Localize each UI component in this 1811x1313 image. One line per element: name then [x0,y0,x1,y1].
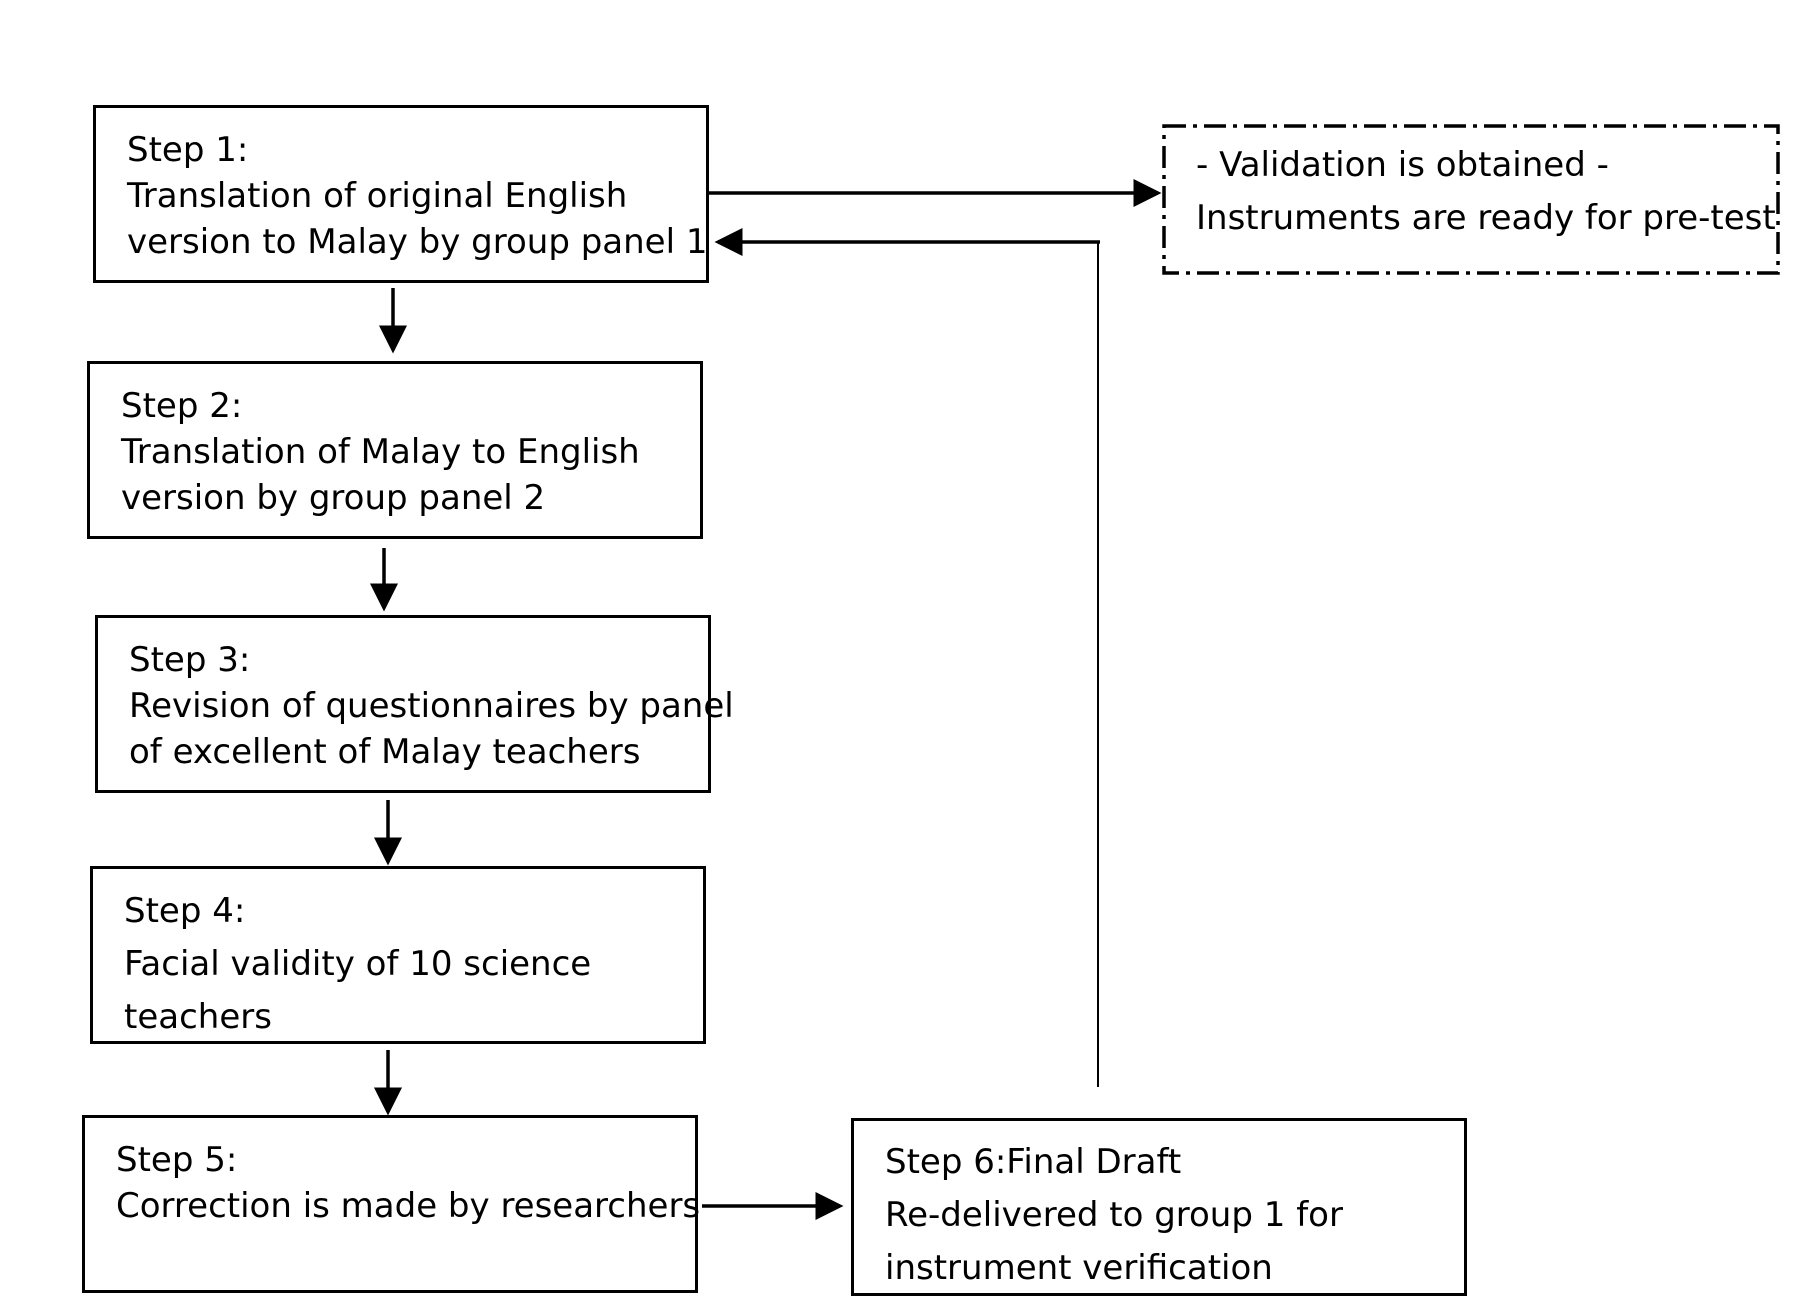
outcome-line1: - Validation is obtained - [1196,145,1609,185]
step6-text-line2: instrument verification [885,1248,1273,1288]
step5-box: Step 5: Correction is made by researcher… [82,1115,701,1293]
step6-text-line1: Re-delivered to group 1 for [885,1195,1343,1235]
step3-text-line1: Revision of questionnaires by panel [129,686,734,726]
step2-box: Step 2: Translation of Malay to English … [87,361,703,539]
outcome-line2: Instruments are ready for pre-test [1196,198,1776,238]
step4-box: Step 4: Facial validity of 10 science te… [90,866,706,1044]
step3-box: Step 3: Revision of questionnaires by pa… [95,615,734,793]
step4-text-line1: Facial validity of 10 science [124,944,592,984]
step3-text-line2: of excellent of Malay teachers [129,732,641,772]
step1-box: Step 1: Translation of original English … [93,105,709,283]
step2-text-line1: Translation of Malay to English [121,432,640,472]
step6-heading: Step 6:Final Draft [885,1142,1182,1182]
feedback-line-step6-to-step1 [1097,241,1100,1087]
step2-heading: Step 2: [121,386,243,426]
step4-heading: Step 4: [124,891,246,931]
step5-text-line1: Correction is made by researchers [116,1186,701,1226]
step1-text-line1: Translation of original English [127,176,628,216]
step5-heading: Step 5: [116,1140,238,1180]
step1-text-line2: version to Malay by group panel 1 [127,222,708,262]
outcome-box-border [1162,124,1780,275]
step3-heading: Step 3: [129,640,251,680]
outcome-box: - Validation is obtained - Instruments a… [1164,126,1778,273]
step6-box: Step 6:Final Draft Re-delivered to group… [851,1118,1467,1296]
step2-text-line2: version by group panel 2 [121,478,546,518]
step1-heading: Step 1: [127,130,249,170]
step4-text-line2: teachers [124,997,272,1037]
